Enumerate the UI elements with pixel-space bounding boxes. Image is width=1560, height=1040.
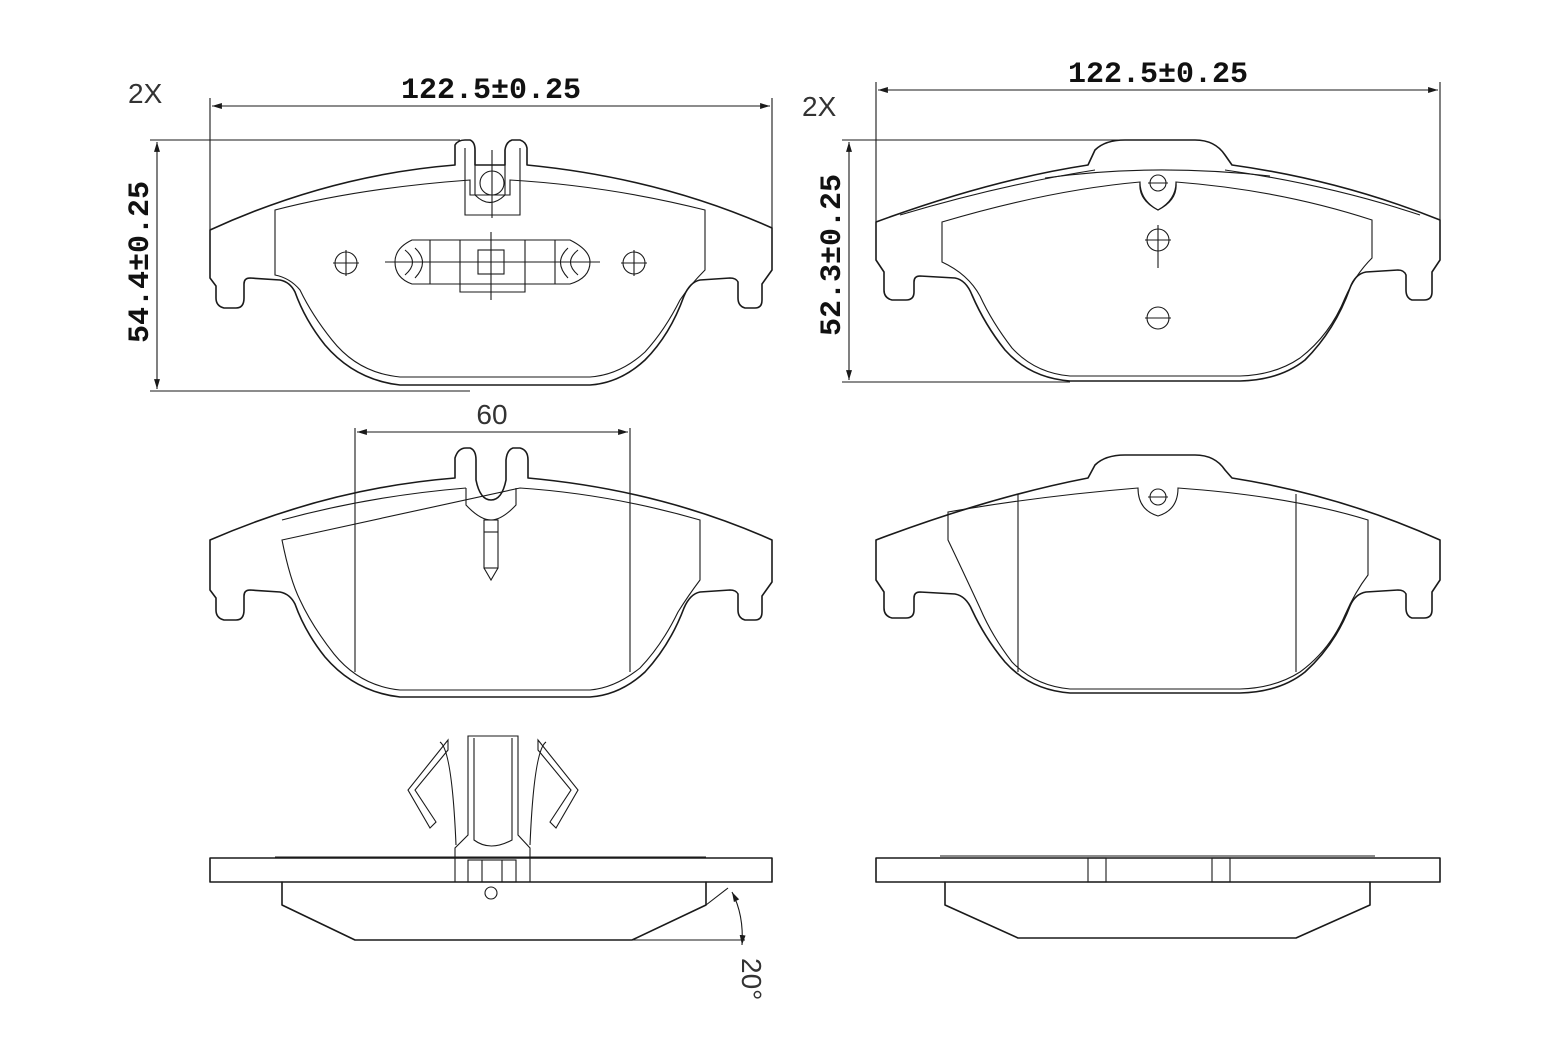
friction-block-side-right [944,881,1371,939]
width-right-label: 122.5±0.25 [1068,58,1248,92]
shim-tab-right [1211,857,1231,883]
backplate-side-left [209,857,773,883]
chamfer-angle-label: 20° [736,958,767,1000]
sensor-tab-hole [1139,174,1177,211]
pad-right-friction-material [941,181,1373,377]
quantity-left-label: 2X [128,78,163,109]
pad-right-back-outline [875,454,1441,694]
dimension-inner-width: 60 [357,399,628,435]
backplate-side-right [875,857,1441,883]
dimension-height-right: 52.3±0.25 [816,139,1120,383]
pad-left-front-view [209,139,773,386]
wear-sensor-clip-side [407,735,579,900]
pad-right-back-view [875,454,1441,694]
inner-width-label: 60 [476,399,507,430]
pad-left-backplate-outline [209,139,773,386]
pad-left-back-outline [209,447,773,698]
wear-sensor-clip [464,148,521,218]
pad-left-side-view: 20° [209,735,773,1000]
sensor-tab-hole-back [1148,488,1168,506]
pad-right-back-friction [947,487,1369,690]
height-left-label: 54.4±0.25 [124,181,158,343]
friction-block-side-left [281,881,707,941]
pad-left-friction-material [274,179,706,378]
width-left-label: 122.5±0.25 [401,74,581,108]
height-right-label: 52.3±0.25 [816,174,850,336]
mounting-hole-right [621,250,647,276]
dimension-width-left: 122.5±0.25 [209,74,773,230]
mounting-hole-left [333,250,359,276]
dimension-width-right: 122.5±0.25 [875,58,1441,222]
pad-right-side-view [875,855,1441,939]
pad-left-back-friction [281,487,701,691]
quantity-right-label: 2X [802,91,837,122]
dimension-height-left: 54.4±0.25 [124,139,470,392]
wear-sensor-pin [483,519,499,582]
pad-left-back-view [209,428,773,698]
shim-tab-left [1087,857,1107,883]
anti-rattle-spring [385,232,600,300]
pin-hole-lower [1145,306,1171,330]
chamfer-angle-dimension: 20° [632,887,767,1000]
pin-hole-upper [1145,225,1171,268]
pad-right-front-view [875,139,1441,382]
